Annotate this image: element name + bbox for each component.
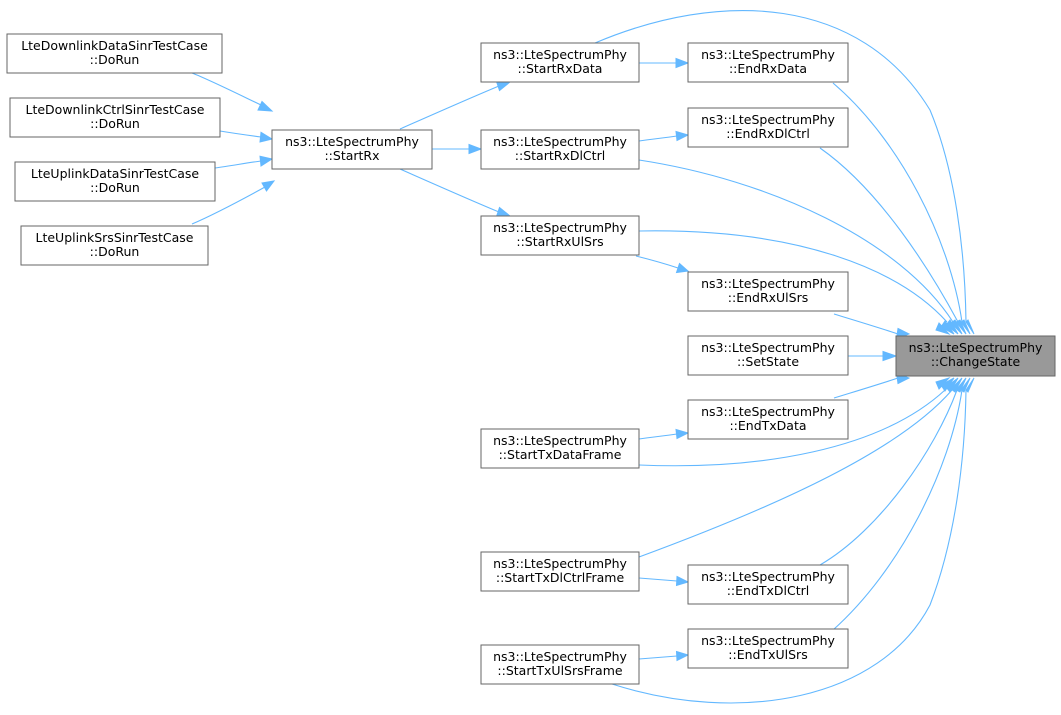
node-end-tx-data-line1: ns3::LteSpectrumPhy: [701, 404, 835, 419]
node-start-rx-ul-srs-line2: ::StartRxUlSrs: [516, 234, 603, 249]
node-start-rx-dl-ctrl-line2: ::StartRxDlCtrl: [515, 148, 605, 163]
edge-end-tx-data-to-change-state: [833, 377, 899, 399]
node-set-state-line1: ns3::LteSpectrumPhy: [701, 340, 835, 355]
edge-dl-ctrl-test-to-start-rx: [219, 130, 274, 143]
node-ul-srs-test-line1: LteUplinkSrsSinrTestCase: [35, 230, 193, 245]
node-change-state-line2: ::ChangeState: [931, 354, 1021, 369]
node-end-rx-dl-ctrl-line1: ns3::LteSpectrumPhy: [701, 112, 835, 127]
edge-ul-srs-test-to-start-rx: [191, 180, 276, 225]
node-start-rx[interactable]: ns3::LteSpectrumPhy ::StartRx: [271, 129, 433, 170]
node-dl-data-test-line1: LteDownlinkDataSinrTestCase: [21, 38, 208, 53]
node-dl-data-test[interactable]: LteDownlinkDataSinrTestCase ::DoRun: [6, 33, 223, 74]
node-start-tx-ul-srs-frame-line2: ::StartTxUlSrsFrame: [497, 663, 622, 678]
node-start-tx-data-frame[interactable]: ns3::LteSpectrumPhy ::StartTxDataFrame: [480, 428, 640, 469]
edge-start-rx-dl-ctrl-to-change-state: [638, 159, 954, 323]
node-start-rx-line2: ::StartRx: [324, 148, 379, 163]
node-end-rx-ul-srs[interactable]: ns3::LteSpectrumPhy ::EndRxUlSrs: [687, 271, 849, 312]
edge-start-rx-to-start-rx-dl-ctrl: [432, 143, 483, 155]
change-state-arrowheads-top: [895, 319, 975, 340]
edge-start-rx-ul-srs-to-end-rx-ul-srs: [635, 255, 690, 274]
node-start-tx-dl-ctrl-frame-line1: ns3::LteSpectrumPhy: [493, 556, 627, 571]
node-end-rx-dl-ctrl-line2: ::EndRxDlCtrl: [726, 126, 810, 141]
node-start-tx-dl-ctrl-frame-line2: ::StartTxDlCtrlFrame: [496, 570, 625, 585]
edge-ul-data-test-to-start-rx: [214, 155, 274, 169]
node-start-rx-ul-srs[interactable]: ns3::LteSpectrumPhy ::StartRxUlSrs: [480, 215, 640, 256]
node-dl-ctrl-test-line1: LteDownlinkCtrlSinrTestCase: [26, 102, 205, 117]
node-change-state[interactable]: ns3::LteSpectrumPhy ::ChangeState: [895, 335, 1056, 377]
node-ul-data-test[interactable]: LteUplinkDataSinrTestCase ::DoRun: [14, 161, 216, 202]
edge-start-tx-data-frame-to-change-state: [638, 389, 946, 467]
edge-start-rx-to-start-rx-data: [399, 80, 512, 130]
edge-start-tx-dl-ctrl-frame-to-end-tx-dl-ctrl: [638, 575, 690, 587]
node-start-tx-ul-srs-frame-line1: ns3::LteSpectrumPhy: [493, 649, 627, 664]
node-end-tx-ul-srs-line2: ::EndTxUlSrs: [728, 647, 807, 662]
edge-start-tx-ul-srs-frame-to-change-state: [611, 389, 967, 704]
change-state-arrowheads-bottom: [895, 372, 975, 393]
node-end-tx-dl-ctrl-line2: ::EndTxDlCtrl: [727, 583, 810, 598]
node-start-rx-dl-ctrl-line1: ns3::LteSpectrumPhy: [493, 134, 627, 149]
edge-end-rx-data-to-change-state: [832, 82, 963, 323]
node-start-tx-dl-ctrl-frame[interactable]: ns3::LteSpectrumPhy ::StartTxDlCtrlFrame: [480, 551, 640, 592]
node-end-rx-data[interactable]: ns3::LteSpectrumPhy ::EndRxData: [687, 42, 849, 83]
edge-start-rx-ul-srs-to-change-state: [638, 230, 948, 323]
edge-start-rx-to-start-rx-ul-srs: [399, 168, 512, 218]
node-ul-srs-test-line2: ::DoRun: [90, 244, 140, 259]
edge-start-rx-data-to-change-state: [594, 10, 967, 323]
node-ul-data-test-line2: ::DoRun: [90, 180, 140, 195]
node-start-rx-line1: ns3::LteSpectrumPhy: [285, 134, 419, 149]
node-start-tx-data-frame-line1: ns3::LteSpectrumPhy: [493, 433, 627, 448]
node-end-tx-dl-ctrl-line1: ns3::LteSpectrumPhy: [701, 569, 835, 584]
node-start-rx-data-line2: ::StartRxData: [518, 61, 603, 76]
node-end-rx-data-line1: ns3::LteSpectrumPhy: [701, 47, 835, 62]
node-start-rx-data-line1: ns3::LteSpectrumPhy: [493, 47, 627, 62]
edge-dl-data-test-to-start-rx: [191, 72, 274, 112]
edge-start-tx-data-frame-to-end-tx-data: [638, 428, 690, 440]
node-start-rx-data[interactable]: ns3::LteSpectrumPhy ::StartRxData: [480, 42, 640, 83]
edge-set-state-to-change-state: [848, 350, 898, 362]
node-change-state-line1: ns3::LteSpectrumPhy: [909, 340, 1043, 355]
node-set-state-line2: ::SetState: [737, 354, 799, 369]
nodes: LteDownlinkDataSinrTestCase ::DoRun LteD…: [6, 33, 1056, 685]
node-start-rx-dl-ctrl[interactable]: ns3::LteSpectrumPhy ::StartRxDlCtrl: [480, 129, 640, 170]
node-start-tx-ul-srs-frame[interactable]: ns3::LteSpectrumPhy ::StartTxUlSrsFrame: [480, 644, 640, 685]
node-dl-ctrl-test-line2: ::DoRun: [90, 116, 140, 131]
edge-start-tx-ul-srs-frame-to-end-tx-ul-srs: [638, 650, 690, 662]
node-ul-srs-test[interactable]: LteUplinkSrsSinrTestCase ::DoRun: [20, 225, 209, 266]
node-end-rx-dl-ctrl[interactable]: ns3::LteSpectrumPhy ::EndRxDlCtrl: [687, 107, 849, 148]
node-end-tx-data-line2: ::EndTxData: [729, 418, 806, 433]
edge-start-rx-data-to-end-rx-data: [639, 57, 690, 69]
edge-end-rx-dl-ctrl-to-change-state: [819, 147, 959, 323]
edge-end-tx-ul-srs-to-change-state: [832, 389, 963, 631]
node-end-tx-data[interactable]: ns3::LteSpectrumPhy ::EndTxData: [687, 399, 849, 440]
node-end-rx-ul-srs-line1: ns3::LteSpectrumPhy: [701, 276, 835, 291]
edge-end-tx-dl-ctrl-to-change-state: [819, 389, 958, 566]
node-dl-ctrl-test[interactable]: LteDownlinkCtrlSinrTestCase ::DoRun: [9, 97, 221, 138]
edges: [191, 10, 975, 704]
node-end-tx-ul-srs[interactable]: ns3::LteSpectrumPhy ::EndTxUlSrs: [687, 628, 849, 669]
node-start-tx-data-frame-line2: ::StartTxDataFrame: [499, 447, 622, 462]
node-set-state[interactable]: ns3::LteSpectrumPhy ::SetState: [687, 335, 849, 376]
edge-start-tx-dl-ctrl-frame-to-change-state: [638, 389, 953, 558]
node-dl-data-test-line2: ::DoRun: [90, 52, 140, 67]
node-end-tx-dl-ctrl[interactable]: ns3::LteSpectrumPhy ::EndTxDlCtrl: [687, 564, 849, 605]
node-end-rx-ul-srs-line2: ::EndRxUlSrs: [728, 290, 808, 305]
node-start-rx-ul-srs-line1: ns3::LteSpectrumPhy: [493, 220, 627, 235]
node-end-tx-ul-srs-line1: ns3::LteSpectrumPhy: [701, 633, 835, 648]
edge-end-rx-ul-srs-to-change-state: [833, 313, 899, 335]
edge-start-rx-dl-ctrl-to-end-rx-dl-ctrl: [638, 130, 690, 142]
node-ul-data-test-line1: LteUplinkDataSinrTestCase: [31, 166, 200, 181]
node-end-rx-data-line2: ::EndRxData: [729, 61, 807, 76]
